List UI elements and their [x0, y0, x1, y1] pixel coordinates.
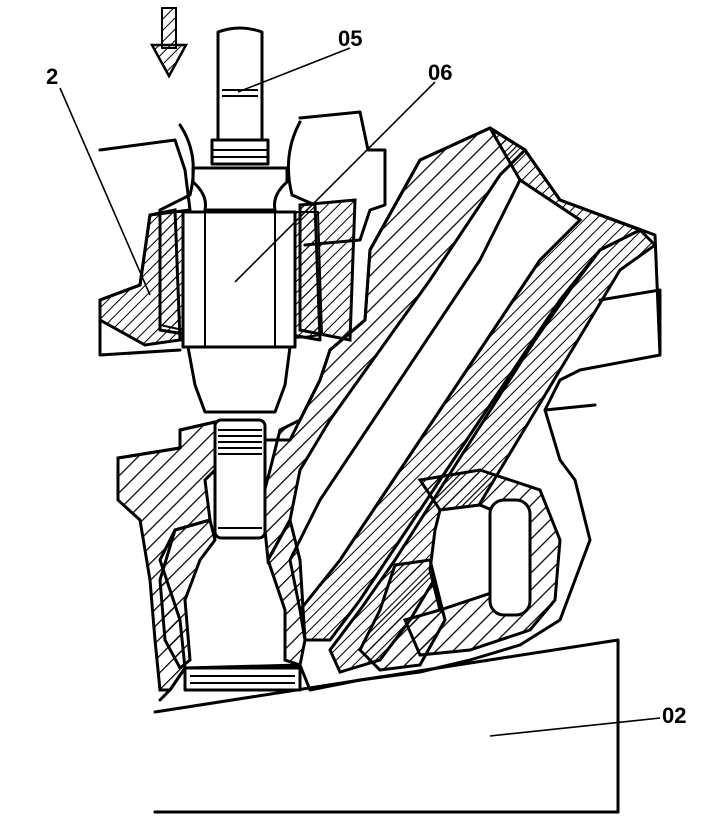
callout-label-02: 02: [662, 703, 686, 728]
callout-label-2: 2: [46, 64, 58, 89]
plug-tool: [158, 26, 324, 540]
callout-label-05: 05: [338, 26, 362, 51]
housing-body: [98, 110, 662, 702]
leader-lines: [59, 47, 661, 737]
callout-label-06: 06: [428, 60, 452, 85]
down-arrow-icon: [149, 7, 189, 79]
